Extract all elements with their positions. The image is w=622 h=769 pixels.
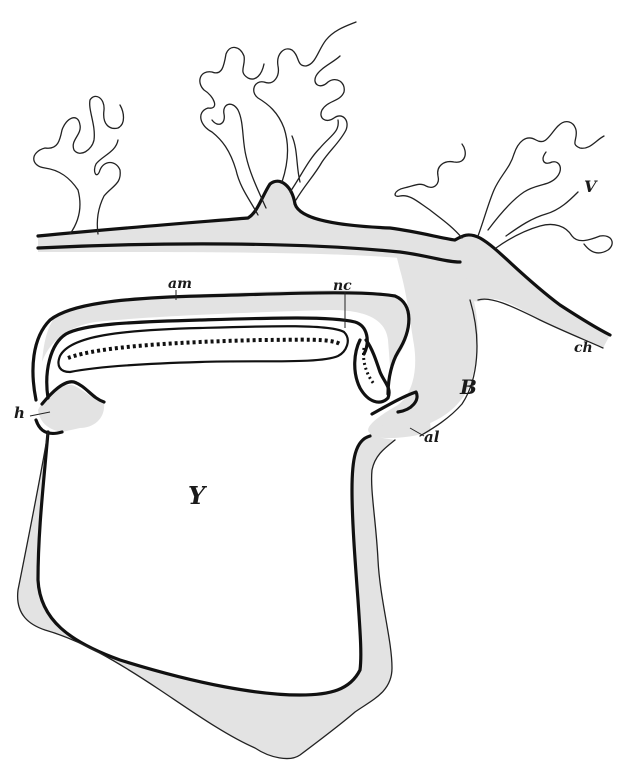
- label-V: V: [584, 177, 598, 196]
- label-h: h: [14, 404, 25, 422]
- yolk-sac-wall: [38, 432, 370, 695]
- neural-canal: [58, 326, 347, 372]
- villus-left-b: [95, 140, 121, 234]
- hindgut-curl: [355, 340, 389, 402]
- label-am: am: [168, 276, 192, 292]
- label-ch: ch: [574, 340, 593, 356]
- yolk-sac-layer: [18, 432, 395, 759]
- villus-middle-a: [200, 47, 264, 215]
- villus-right-c: [496, 224, 612, 252]
- villus-middle-d: [212, 104, 266, 208]
- label-nc: nc: [333, 278, 352, 294]
- villus-left: [34, 96, 124, 234]
- villus-middle-c: [296, 56, 347, 200]
- label-al: al: [424, 428, 440, 446]
- villus-middle-b: [254, 22, 356, 182]
- label-B: B: [459, 375, 477, 399]
- villus-middle-e: [290, 120, 338, 192]
- chorionic-villi: [34, 22, 612, 253]
- villus-right-a: [395, 144, 465, 238]
- shaded-mesoderm: [18, 181, 610, 758]
- villus-right-d: [488, 152, 578, 236]
- label-Y: Y: [188, 481, 208, 510]
